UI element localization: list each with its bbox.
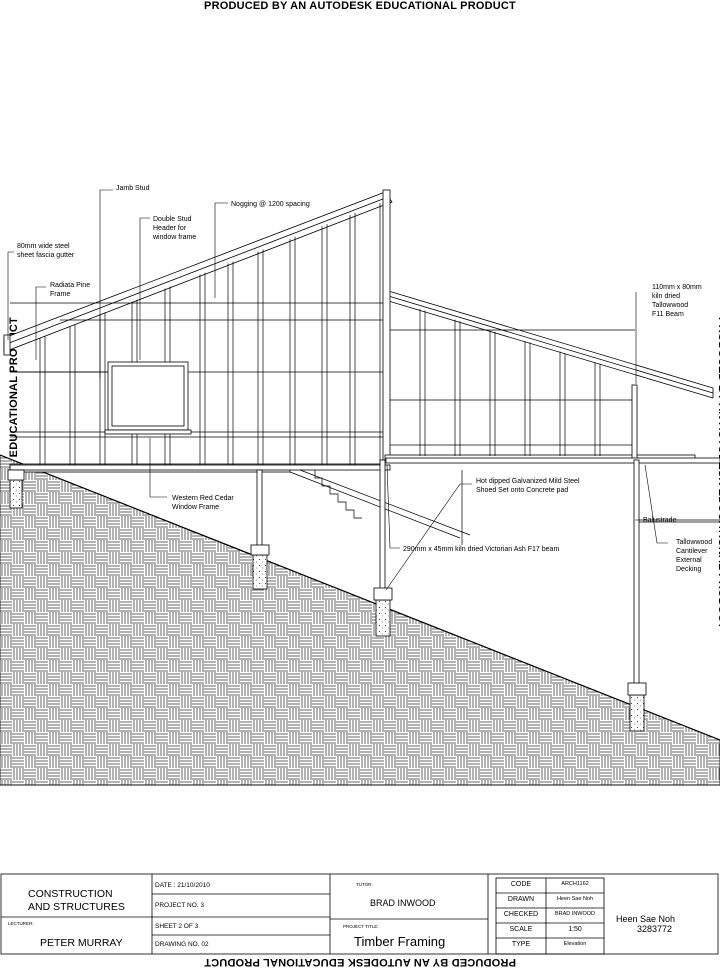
wall-frame-left	[3, 191, 393, 473]
label-decking-4: Decking	[676, 566, 701, 573]
label-shoe-2: Shoed Set onto Concrete pad	[476, 487, 568, 494]
lecturer-label: LECTURER:	[8, 921, 34, 926]
label-nogging: Nogging @ 1200 spacing	[231, 201, 310, 208]
label-beam-110-2: kiln dried	[652, 293, 680, 300]
ground-hatch	[0, 454, 720, 786]
project-no: PROJECT NO. 3	[155, 902, 205, 909]
watermark-bottom: PRODUCED BY AN AUTODESK EDUCATIONAL PROD…	[204, 956, 516, 968]
label-radiata-2: Frame	[50, 291, 70, 298]
label-shoe: Hot dipped Galvanized Mild Steel	[476, 478, 580, 485]
project-title: Timber Framing	[354, 934, 446, 949]
deck-beam	[9, 457, 720, 471]
info-value: ARCH1162	[561, 881, 589, 887]
label-radiata: Radiata Pine	[50, 282, 90, 289]
wall-frame-right	[382, 189, 720, 523]
footings	[7, 469, 647, 732]
student-name: Heen Sae Noh	[616, 914, 676, 924]
label-fascia-2: sheet fascia gutter	[17, 252, 75, 259]
elevation-drawing: Jamb Stud Double Stud Header for window …	[0, 185, 720, 786]
tutor-name: BRAD INWOOD	[370, 898, 436, 908]
label-decking: Tallowwood	[676, 539, 712, 546]
label-red-cedar-2: Window Frame	[172, 504, 219, 511]
info-value: BRAD INWOOD	[554, 911, 596, 917]
label-decking-2: Cantilever	[676, 548, 708, 555]
label-jamb-stud: Jamb Stud	[116, 185, 150, 192]
info-value: 1:50	[568, 926, 582, 933]
label-beam-290: 290mm x 45mm kiln dried Victorian Ash F1…	[403, 546, 559, 553]
info-label: CHECKED	[503, 911, 539, 918]
label-double-stud-2: Header for	[153, 225, 187, 232]
window-frame	[104, 361, 192, 435]
label-balustrade: Balustrade	[643, 517, 677, 524]
info-value: Heen Sae Noh	[556, 896, 594, 902]
info-value: Elevation	[563, 941, 587, 947]
student-id: 3283772	[637, 924, 673, 934]
tutor-label: TUTOR:	[356, 882, 373, 887]
date: DATE : 21/10/2010	[155, 882, 210, 889]
project-title-label: PROJECT TITLE:	[343, 924, 379, 929]
leader-lines	[7, 189, 668, 591]
course-line-1: CONSTRUCTION	[28, 888, 113, 900]
title-block: CONSTRUCTION AND STRUCTURES LECTURER: PE…	[0, 872, 720, 956]
label-beam-110: 110mm x 80mm	[652, 284, 702, 291]
annotations: Jamb Stud Double Stud Header for window …	[17, 185, 712, 573]
label-red-cedar: Western Red Cedar	[172, 495, 234, 502]
sheet-no: SHEET 2 OF 3	[155, 923, 199, 930]
lecturer-name: PETER MURRAY	[40, 937, 123, 949]
course-line-2: AND STRUCTURES	[28, 901, 125, 913]
drawing-no: DRAWING NO. 02	[155, 941, 209, 948]
label-beam-110-4: F11 Beam	[652, 311, 684, 318]
label-decking-3: External	[676, 557, 702, 564]
watermark-top: PRODUCED BY AN AUTODESK EDUCATIONAL PROD…	[204, 0, 516, 12]
label-beam-110-3: Tallowwood	[652, 302, 688, 309]
info-label: DRAWN	[507, 896, 535, 903]
info-label: TYPE	[511, 941, 531, 948]
info-label: SCALE	[509, 926, 533, 933]
label-double-stud-3: window frame	[152, 234, 196, 241]
label-double-stud: Double Stud	[153, 216, 192, 223]
label-fascia: 80mm wide steel	[17, 243, 70, 250]
info-label: CODE	[510, 881, 532, 888]
title-block-grid	[0, 873, 719, 955]
